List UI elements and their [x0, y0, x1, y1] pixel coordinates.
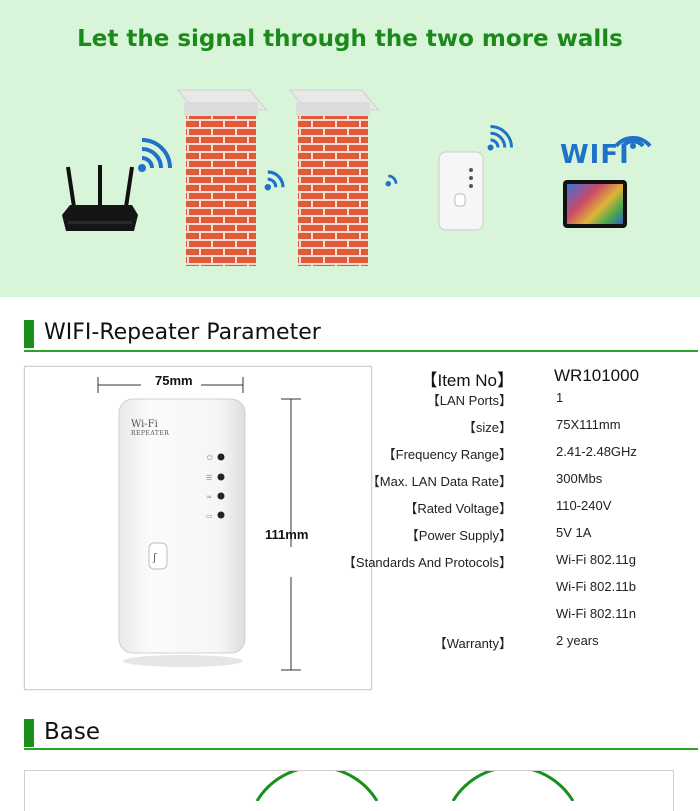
spec-value: 300Mbs [556, 471, 603, 486]
repeater-device-image: ⏻ ☰ ≈ ▭ ʃ [118, 398, 246, 667]
spec-value: 2 years [556, 633, 599, 648]
wifi-signal-icon [138, 138, 172, 172]
spec-label: 【size】 [462, 420, 512, 435]
spec-value: Wi-Fi 802.11g [556, 552, 636, 567]
parameter-section-title: WIFI-Repeater Parameter [44, 320, 321, 345]
spec-row: 【Max. LAN Data Rate】 300Mbs [366, 471, 700, 498]
spec-row: Wi-Fi 802.11b [370, 579, 700, 606]
spec-row: 【size】 75X111mm [370, 417, 700, 444]
svg-text:▭: ▭ [206, 512, 213, 520]
section-marker [24, 320, 34, 348]
brick-wall-image [176, 89, 268, 266]
wifi-signal-icon [487, 125, 513, 151]
spec-row: 【Rated Voltage】 110-240V [370, 498, 700, 525]
spec-label: 【Standards And Protocols】 [342, 555, 512, 570]
device-brand-line2: REPEATER [131, 430, 170, 437]
router-image [62, 165, 138, 231]
spec-label: 【Item No】 [420, 371, 514, 390]
spec-value: WR101000 [554, 366, 640, 385]
section-divider [24, 748, 698, 750]
spec-label: 【Max. LAN Data Rate】 [366, 474, 512, 489]
spec-value: Wi-Fi 802.11b [556, 579, 636, 594]
spec-row: 【LAN Ports】 1 [370, 390, 700, 417]
svg-text:ʃ: ʃ [152, 551, 157, 564]
spec-value: 2.41-2.48GHz [556, 444, 637, 459]
section-marker [24, 719, 34, 747]
device-brand-label: Wi-Fi REPEATER [131, 419, 169, 437]
svg-text:⏻: ⏻ [207, 454, 213, 462]
spec-value: Wi-Fi 802.11n [556, 606, 636, 621]
wifi-signal-icon [385, 174, 398, 187]
wifi-signal-icon [264, 170, 285, 191]
spec-label: 【LAN Ports】 [426, 393, 512, 408]
spec-value: 1 [556, 390, 564, 405]
spec-label: 【Power Supply】 [405, 528, 512, 543]
wifi-logo-icon [614, 135, 652, 149]
repeater-image [438, 151, 484, 231]
section-divider [24, 350, 698, 352]
spec-label: 【Warranty】 [433, 636, 512, 651]
spec-row: 【Standards And Protocols】 Wi-Fi 802.11g [343, 552, 700, 579]
tablet-screen [567, 184, 623, 224]
tablet-image [563, 180, 627, 228]
spec-row: Wi-Fi 802.11n [370, 606, 700, 633]
spec-label: 【Rated Voltage】 [404, 501, 512, 516]
base-image-box [24, 770, 674, 811]
spec-row: 【Item No】 WR101000 [370, 366, 700, 393]
banner-title: Let the signal through the two more wall… [77, 26, 623, 52]
product-photo: 75mm ⏻ ☰ ≈ ▭ ʃ Wi-Fi REPEATER [24, 366, 372, 690]
spec-value: 110-240V [556, 498, 612, 513]
height-dimension-line [281, 398, 301, 671]
width-dimension-line [97, 377, 244, 393]
spec-value: 75X111mm [556, 417, 621, 432]
device-brand-line1: Wi-Fi [131, 419, 158, 430]
banner: Let the signal through the two more wall… [0, 0, 700, 297]
svg-text:☰: ☰ [206, 474, 212, 482]
spec-value: 5V 1A [556, 525, 592, 540]
spec-row: 【Frequency Range】 2.41-2.48GHz [370, 444, 700, 471]
width-label: 75mm [155, 373, 193, 388]
spec-row: 【Warranty】 2 years [370, 633, 700, 660]
height-label: 111mm [265, 527, 309, 542]
brick-wall-image [288, 89, 380, 266]
wifi-logo-text: WIFI [560, 140, 630, 170]
svg-text:≈: ≈ [206, 493, 212, 501]
spec-row: 【Power Supply】 5V 1A [370, 525, 700, 552]
base-image-arcs [255, 771, 575, 801]
base-section-title: Base [44, 719, 101, 745]
spec-label: 【Frequency Range】 [382, 447, 512, 462]
